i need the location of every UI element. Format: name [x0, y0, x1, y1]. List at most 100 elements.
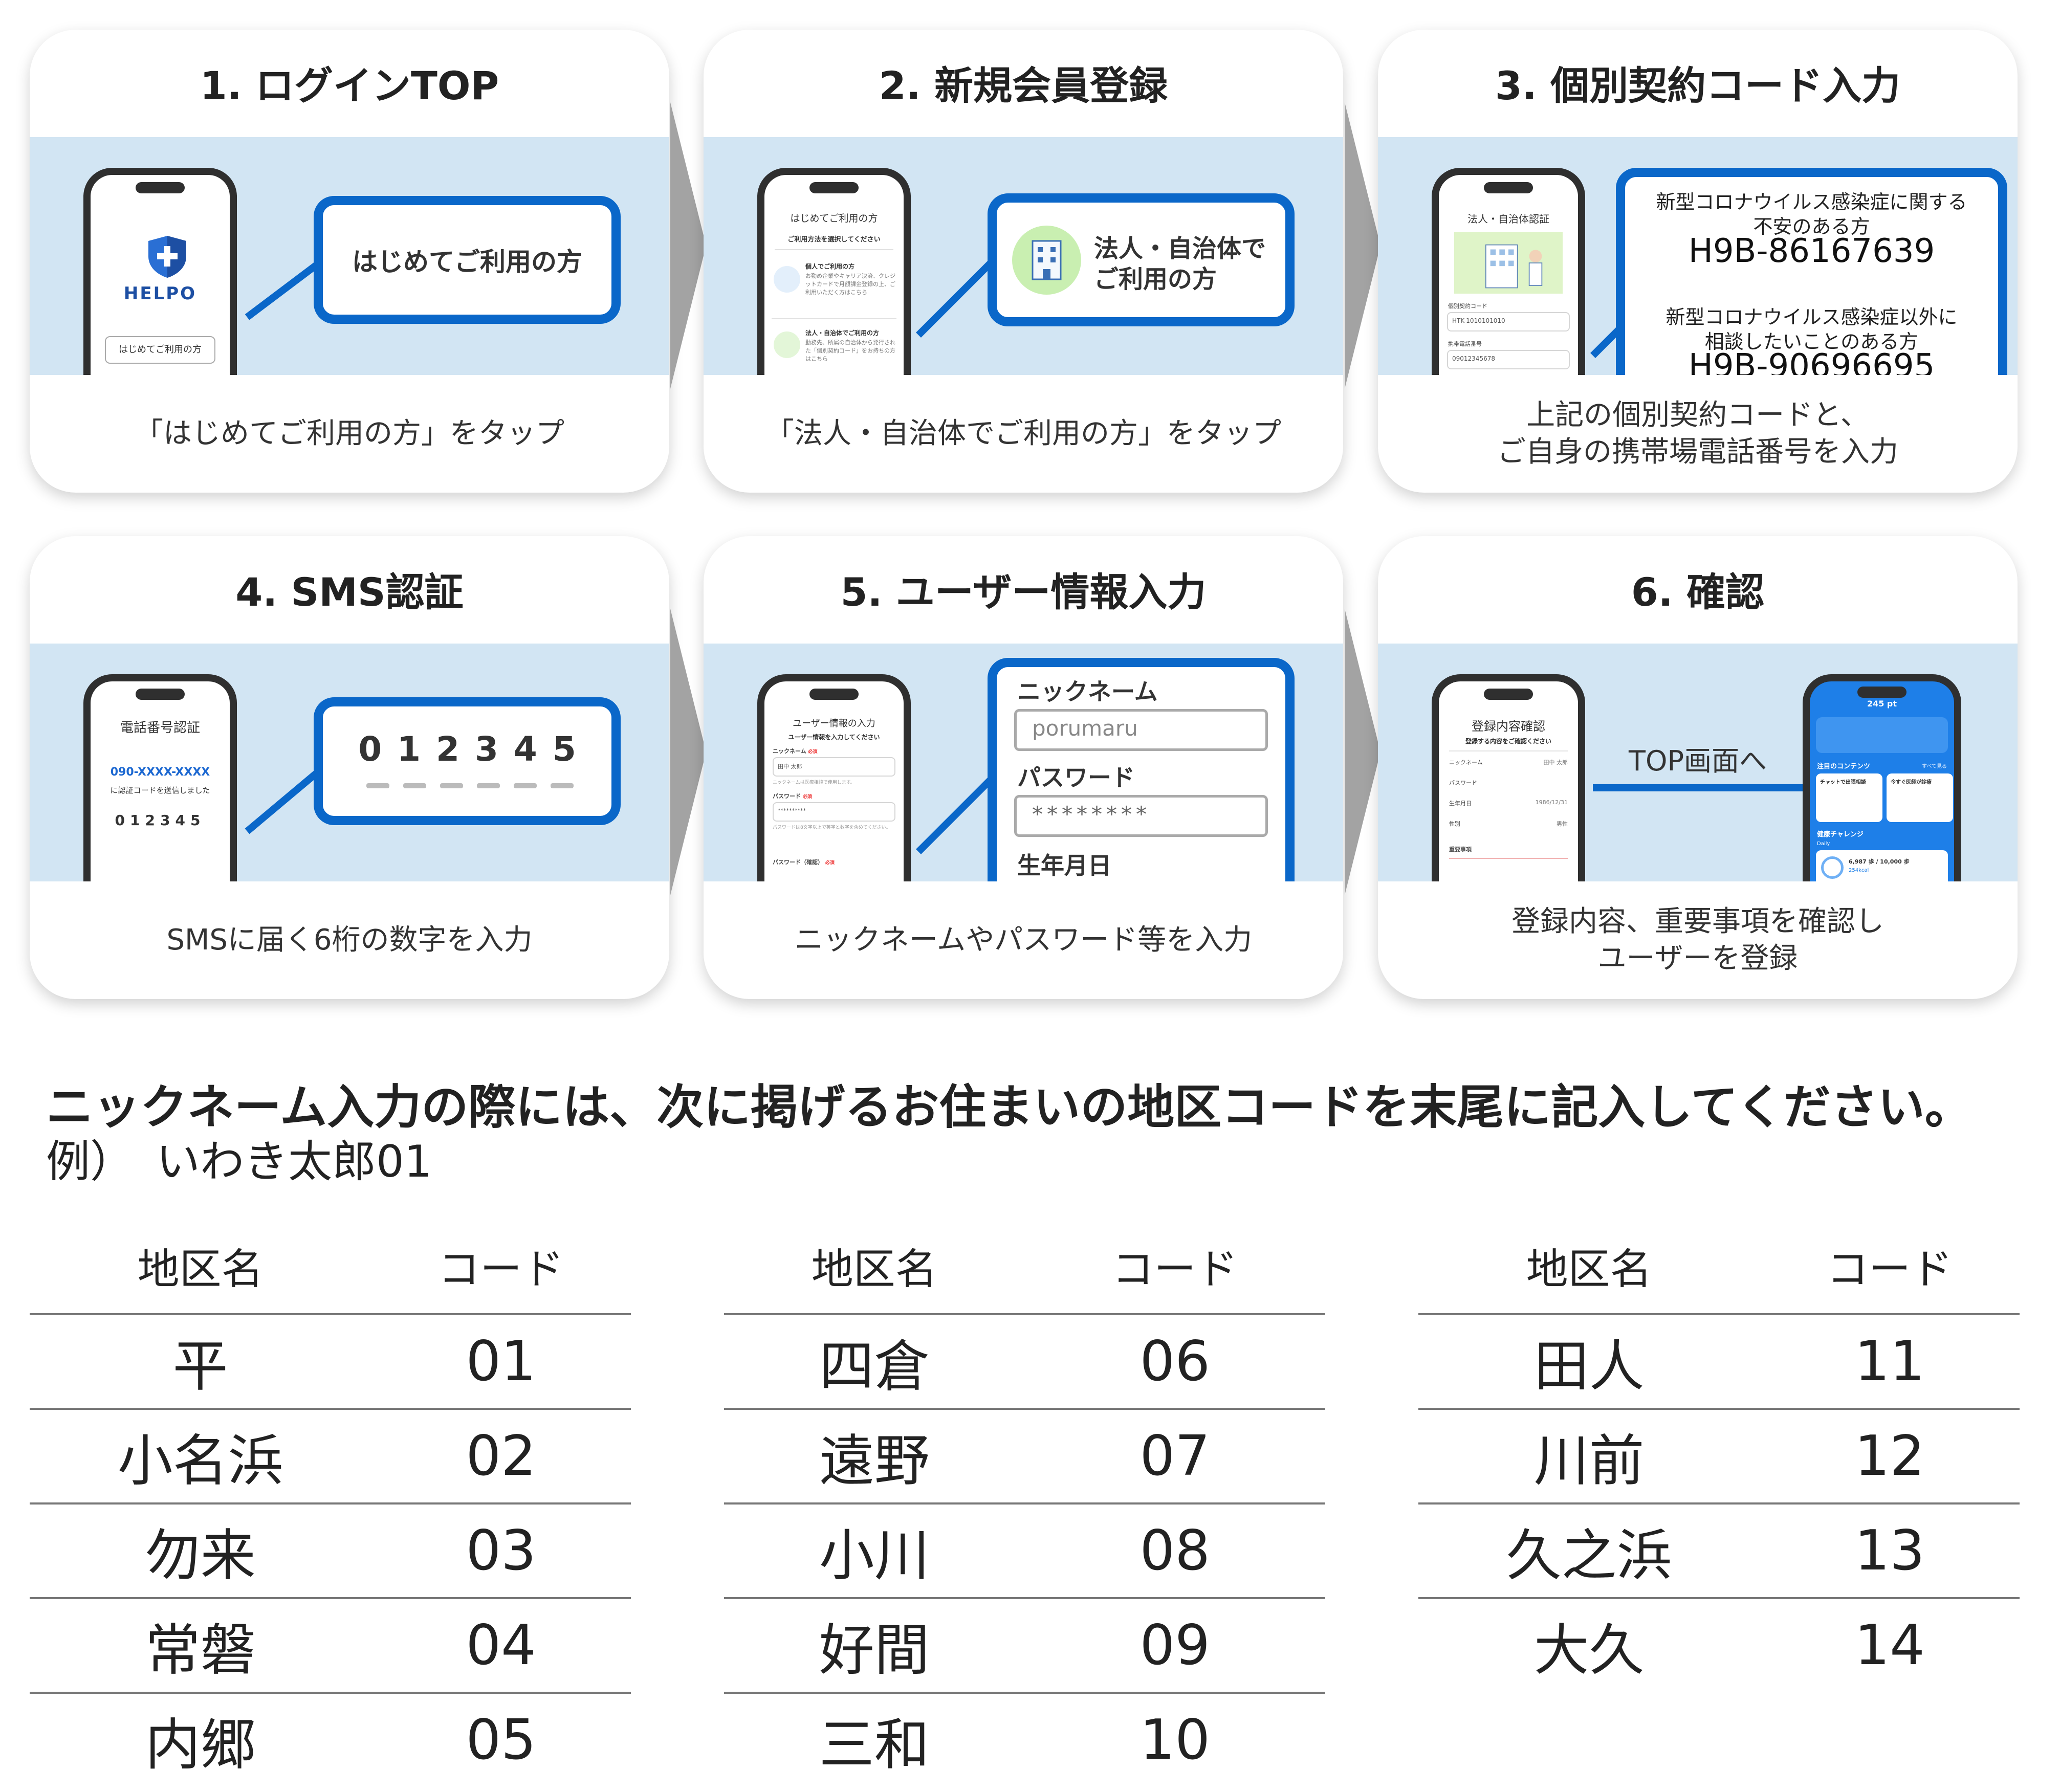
building-illustration — [1485, 244, 1543, 289]
phone-mockup: ユーザー情報の入力 ユーザー情報を入力してください ニックネーム 必須 田中 太… — [757, 674, 911, 881]
step-card-5: 5. ユーザー情報入力 ユーザー情報の入力 ユーザー情報を入力してください ニッ… — [704, 536, 1343, 999]
password-confirm-label: パスワード（確認） 必須 — [773, 858, 835, 866]
table-header: 地区名 コード — [1418, 1218, 2020, 1315]
step-title: 1. ログインTOP — [200, 63, 499, 108]
callout-digits: 012345 — [358, 729, 591, 769]
option-title: 法人・自治体でご利用の方 — [805, 329, 880, 337]
phone-mockup: HELPO はじめてご利用の方 — [83, 168, 237, 375]
phone-input[interactable]: 09012345678 — [1447, 350, 1570, 369]
caption-line-2: ユーザーを登録 — [1597, 942, 1798, 975]
nickname-label: ニックネーム — [1449, 759, 1483, 766]
required-badge: 必須 — [802, 794, 812, 800]
area-name: 四倉 — [724, 1314, 1025, 1410]
area-code: 09 — [1024, 1598, 1325, 1694]
warning-line — [1449, 858, 1568, 859]
phone-mockup: 登録内容確認 登録する内容をご確認ください ニックネーム 田中 太郎 パスワード… — [1432, 674, 1585, 881]
area-code: 03 — [371, 1503, 631, 1599]
area-name: 小名浜 — [30, 1409, 371, 1505]
header-code: コード — [1760, 1218, 2020, 1315]
sent-message: に認証コードを送信しました — [110, 786, 210, 795]
consult-banner[interactable] — [1816, 717, 1948, 753]
content-label: 注目のコンテンツ — [1817, 763, 1871, 770]
password-input[interactable]: ********** — [773, 802, 895, 822]
building-glyph — [1032, 240, 1062, 280]
step-card-2: 2. 新規会員登録 はじめてご利用の方 ご利用方法を選択してください 個人でご利… — [704, 30, 1343, 493]
chat-label: チャットで出張相談 — [1820, 780, 1866, 785]
step-title: 3. 個別契約コード入力 — [1495, 63, 1901, 108]
step-title: 4. SMS認証 — [235, 569, 464, 615]
phone-notch — [136, 689, 185, 700]
illustration-band: ユーザー情報の入力 ユーザー情報を入力してください ニックネーム 必須 田中 太… — [704, 644, 1343, 881]
area-name: 常磐 — [30, 1598, 371, 1694]
illustration-band: HELPO はじめてご利用の方 はじめてご利用の方 — [30, 137, 669, 375]
content-more[interactable]: すべて見る — [1922, 764, 1947, 769]
group1-line1: 新型コロナウイルス感染症に関する — [1656, 191, 1967, 213]
header-code: コード — [371, 1218, 631, 1315]
phone-screen-subtitle: ユーザー情報を入力してください — [788, 734, 880, 741]
nickname-label: ニックネーム 必須 — [773, 747, 818, 755]
first-time-button[interactable]: はじめてご利用の方 — [105, 336, 215, 364]
nickname-input[interactable]: porumaru — [1014, 709, 1268, 751]
steps-card[interactable]: 6,987 歩 / 10,000 歩 254kcal — [1816, 850, 1948, 881]
steps-value: 6,987 歩 / 10,000 歩 — [1849, 858, 1910, 865]
area-code: 10 — [1139, 1708, 1210, 1772]
password-input[interactable]: ******** — [1014, 795, 1268, 837]
password-note: パスワードは8文字以上で英字と数字を含めてください。 — [773, 825, 891, 830]
phone-mockup: 電話番号認証 090-XXXX-XXXX に認証コードを送信しました 01234… — [83, 674, 237, 881]
code-input[interactable]: HTK-1010101010 — [1447, 312, 1570, 331]
step-caption: 「法人・自治体でご利用の方」をタップ — [704, 375, 1343, 493]
step-title: 5. ユーザー情報入力 — [840, 569, 1207, 615]
header-area-name: 地区名 — [1418, 1218, 1760, 1315]
password-label: パスワード — [1017, 764, 1135, 791]
nickname-input[interactable]: 田中 太郎 — [773, 757, 895, 777]
nickname-value: 田中 太郎 — [778, 763, 802, 770]
walk-icon — [1821, 856, 1844, 879]
area-code: 14 — [1854, 1613, 1925, 1677]
header-code: コード — [1024, 1218, 1325, 1315]
phone-mockup: はじめてご利用の方 ご利用方法を選択してください 個人でご利用の方 お勤め企業や… — [757, 168, 911, 375]
helpo-logo: HELPO — [123, 283, 197, 304]
option-corporate[interactable]: 法人・自治体でご利用の方 勤務先、所属の自治体から発行された「個別契約コード」を… — [772, 323, 896, 375]
shield-icon — [148, 236, 186, 278]
phone-notch — [1857, 687, 1906, 698]
nickname-value: 田中 太郎 — [1543, 759, 1568, 766]
nickname-value: porumaru — [1032, 716, 1138, 741]
important-label: 重要事項 — [1449, 846, 1472, 853]
phone-label: 携帯電話番号 — [1448, 341, 1482, 347]
area-code: 07 — [1024, 1409, 1325, 1505]
area-code: 08 — [1024, 1503, 1325, 1599]
phone-screen-title: ユーザー情報の入力 — [793, 718, 875, 729]
step-caption: 「はじめてご利用の方」をタップ — [30, 375, 669, 493]
area-name: 勿来 — [30, 1503, 371, 1599]
to-top-label: TOP画面へ — [1629, 745, 1767, 777]
app-phone: 245 pt 注目のコンテンツ すべて見る チャットで出張相談 今すぐ医師が診療… — [1803, 674, 1961, 881]
caption-text: 「法人・自治体でご利用の方」をタップ — [765, 417, 1281, 450]
divider — [1449, 750, 1568, 751]
area-name: 三和 — [819, 1713, 930, 1777]
chat-card[interactable]: チャットで出張相談 — [1816, 773, 1882, 822]
area-code: 13 — [1760, 1503, 2020, 1599]
area-code: 04 — [371, 1598, 631, 1694]
group2-line1: 新型コロナウイルス感染症以外に — [1665, 306, 1958, 328]
callout-line-1: 法人・自治体で — [1094, 234, 1266, 263]
doctor-icon — [774, 266, 800, 293]
option-personal[interactable]: 個人でご利用の方 お勤め企業やキャリア決済、クレジットカードで月額課金登録の上、… — [772, 257, 896, 319]
area-name: 平 — [30, 1314, 371, 1410]
nickname-note: ニックネームは医療相談で使用します。 — [773, 780, 855, 785]
phone-notch — [1484, 689, 1533, 700]
step-caption: 登録内容、重要事項を確認し ユーザーを登録 — [1378, 881, 2018, 999]
illustration-band: はじめてご利用の方 ご利用方法を選択してください 個人でご利用の方 お勤め企業や… — [704, 137, 1343, 375]
area-name: 小川 — [724, 1503, 1025, 1599]
nickname-notice: ニックネーム入力の際には、次に掲げるお住まいの地区コードを末尾に記入してください… — [46, 1080, 1972, 1135]
phone-screen-title: はじめてご利用の方 — [790, 213, 878, 224]
now-card[interactable]: 今すぐ医師が診療 — [1887, 773, 1953, 822]
area-code: 02 — [371, 1409, 631, 1505]
area-code: 11 — [1760, 1314, 2020, 1410]
birthday-label: 生年月日 — [1017, 852, 1111, 879]
